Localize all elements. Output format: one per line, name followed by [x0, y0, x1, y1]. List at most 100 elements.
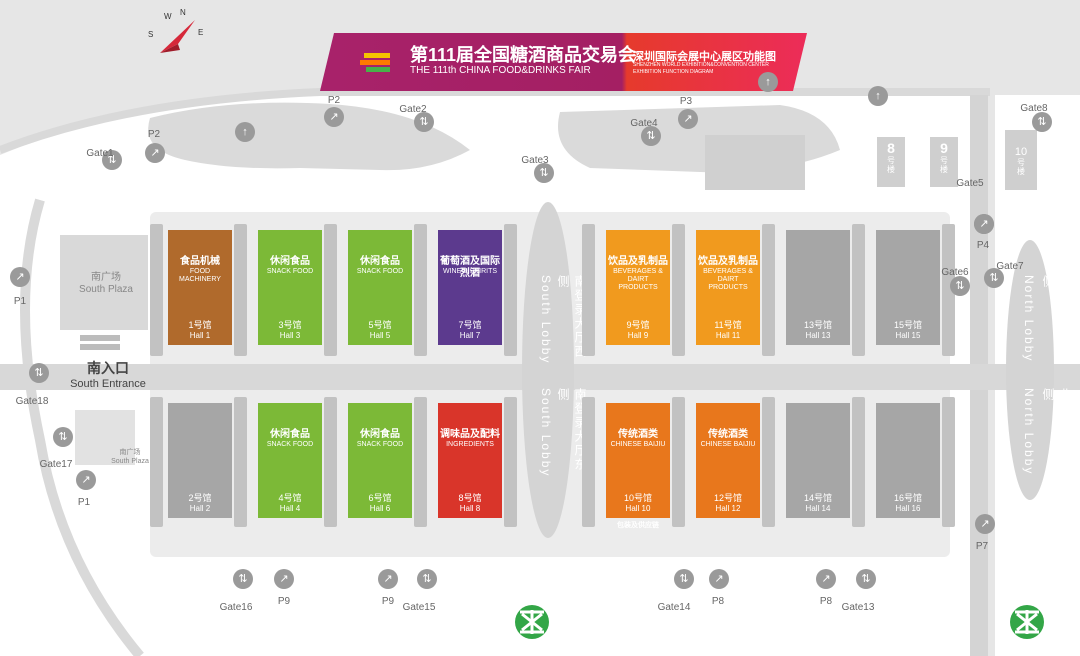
hall-category-cn: [786, 256, 850, 268]
parking-label: P1: [13, 296, 27, 307]
gate-arrows-icon[interactable]: ⇅: [950, 276, 970, 296]
gate-arrows-icon[interactable]: ⇅: [534, 163, 554, 183]
gate-arrows-icon[interactable]: ⇅: [414, 112, 434, 132]
parking-arrow-icon[interactable]: ↗: [974, 214, 994, 234]
hall-number-cn: 6号馆: [368, 493, 392, 503]
gate-arrows-icon[interactable]: ⇅: [102, 150, 122, 170]
banner-title-en: THE 111th CHINA FOOD&DRINKS FAIR: [410, 65, 591, 76]
hall-number-en: Hall 6: [369, 504, 391, 513]
hall-number-cn: 12号馆: [713, 493, 742, 503]
north-lobby-west-label: North Lobby: [1022, 275, 1036, 363]
hall-pillar: [672, 224, 685, 356]
gate-label: Gate6: [941, 267, 969, 278]
direction-arrow-icon: ↑: [868, 86, 888, 106]
hall-category-cn: 休闲食品: [360, 429, 400, 440]
north-lobby-west-label-cn: 北登录大厅西侧: [1041, 275, 1072, 359]
gate-arrows-icon[interactable]: ⇅: [29, 363, 49, 383]
hall-number-cn: 10号馆: [623, 493, 652, 503]
parking-arrow-icon[interactable]: ↗: [678, 109, 698, 129]
hall-number-cn: 9号馆: [626, 320, 650, 330]
hall-pillar: [414, 224, 427, 356]
parking-arrow-icon[interactable]: ↗: [145, 143, 165, 163]
parking-arrow-icon[interactable]: ↗: [324, 107, 344, 127]
title-banner: 第111届全国糖酒商品交易会 THE 111th CHINA FOOD&DRIN…: [320, 33, 807, 91]
hall-pillar: [672, 397, 685, 527]
hall-pillar: [324, 397, 337, 527]
south-entrance-cn: 南入口: [87, 360, 129, 376]
hall-pillar: [582, 397, 595, 527]
gate-arrows-icon[interactable]: ⇅: [233, 569, 253, 589]
gate-label: Gate15: [402, 602, 436, 613]
gate-label: Gate13: [841, 602, 875, 613]
hall-number-cn: 15号馆: [893, 320, 922, 330]
compass-rose-icon: [160, 20, 195, 53]
hall-category-en: [168, 441, 232, 467]
hall-pillar: [234, 397, 247, 527]
gate-label: Gate16: [219, 602, 253, 613]
north-lobby-east-label-cn: 北登录大厅东侧: [1041, 388, 1072, 472]
parking-arrow-icon[interactable]: ↗: [378, 569, 398, 589]
hall-category-cn: [168, 429, 232, 441]
gate-label: Gate1: [86, 148, 114, 159]
hall-pillar: [942, 397, 955, 527]
south-lobby-east-label: South Lobby: [539, 388, 553, 478]
parking-arrow-icon[interactable]: ↗: [975, 514, 995, 534]
gate-label: Gate3: [521, 155, 549, 166]
hall-category-en: BEVERAGES & DAIRT PRODUCTS: [613, 268, 663, 291]
building-8: 8 号楼: [887, 140, 895, 174]
hall-category-cn: 休闲食品: [360, 256, 400, 267]
parking-arrow-icon[interactable]: ↗: [816, 569, 836, 589]
parking-arrow-icon[interactable]: ↗: [709, 569, 729, 589]
hall-number-en: Hall 11: [715, 331, 741, 340]
hall-category-en: SNACK FOOD: [266, 441, 314, 448]
parking-label: P2: [327, 95, 341, 106]
gate-label: Gate18: [15, 396, 49, 407]
south-lobby-west-label: South Lobby: [539, 275, 553, 365]
parking-arrow-icon[interactable]: ↗: [274, 569, 294, 589]
parking-label: P2: [147, 129, 161, 140]
south-plaza-cn: 南广场: [91, 272, 121, 283]
hall-category-en: [786, 268, 850, 294]
hall-category-cn: [876, 429, 940, 441]
hall-category-cn: 休闲食品: [270, 256, 310, 267]
hall-category-cn: 葡萄酒及国际烈酒: [440, 256, 500, 279]
gate-arrows-icon[interactable]: ⇅: [674, 569, 694, 589]
parking-arrow-icon[interactable]: ↗: [10, 267, 30, 287]
gate-arrows-icon[interactable]: ⇅: [417, 569, 437, 589]
parking-label: P9: [381, 596, 395, 607]
gate-label: Gate2: [399, 104, 427, 115]
gate-arrows-icon[interactable]: ⇅: [1032, 112, 1052, 132]
north-lobby-east-label: North Lobby: [1022, 388, 1036, 476]
gate-arrows-icon[interactable]: ⇅: [53, 427, 73, 447]
hall-number-cn: 16号馆: [893, 493, 922, 503]
building-10: 10 号楼: [1014, 146, 1028, 176]
compass-south: S: [148, 30, 154, 39]
hall-pillar: [504, 397, 517, 527]
parking-arrow-icon[interactable]: ↗: [76, 470, 96, 490]
hall-number-cn: 2号馆: [188, 493, 212, 503]
hall-pillar: [852, 397, 865, 527]
banner-title-cn: 第111届全国糖酒商品交易会: [410, 45, 637, 65]
gate-arrows-icon[interactable]: ⇅: [984, 268, 1004, 288]
gate-arrows-icon[interactable]: ⇅: [641, 126, 661, 146]
hall-pillar: [762, 224, 775, 356]
hall-number-en: Hall 13: [805, 331, 831, 340]
compass-west: W: [164, 12, 172, 21]
gate-arrows-icon[interactable]: ⇅: [856, 569, 876, 589]
